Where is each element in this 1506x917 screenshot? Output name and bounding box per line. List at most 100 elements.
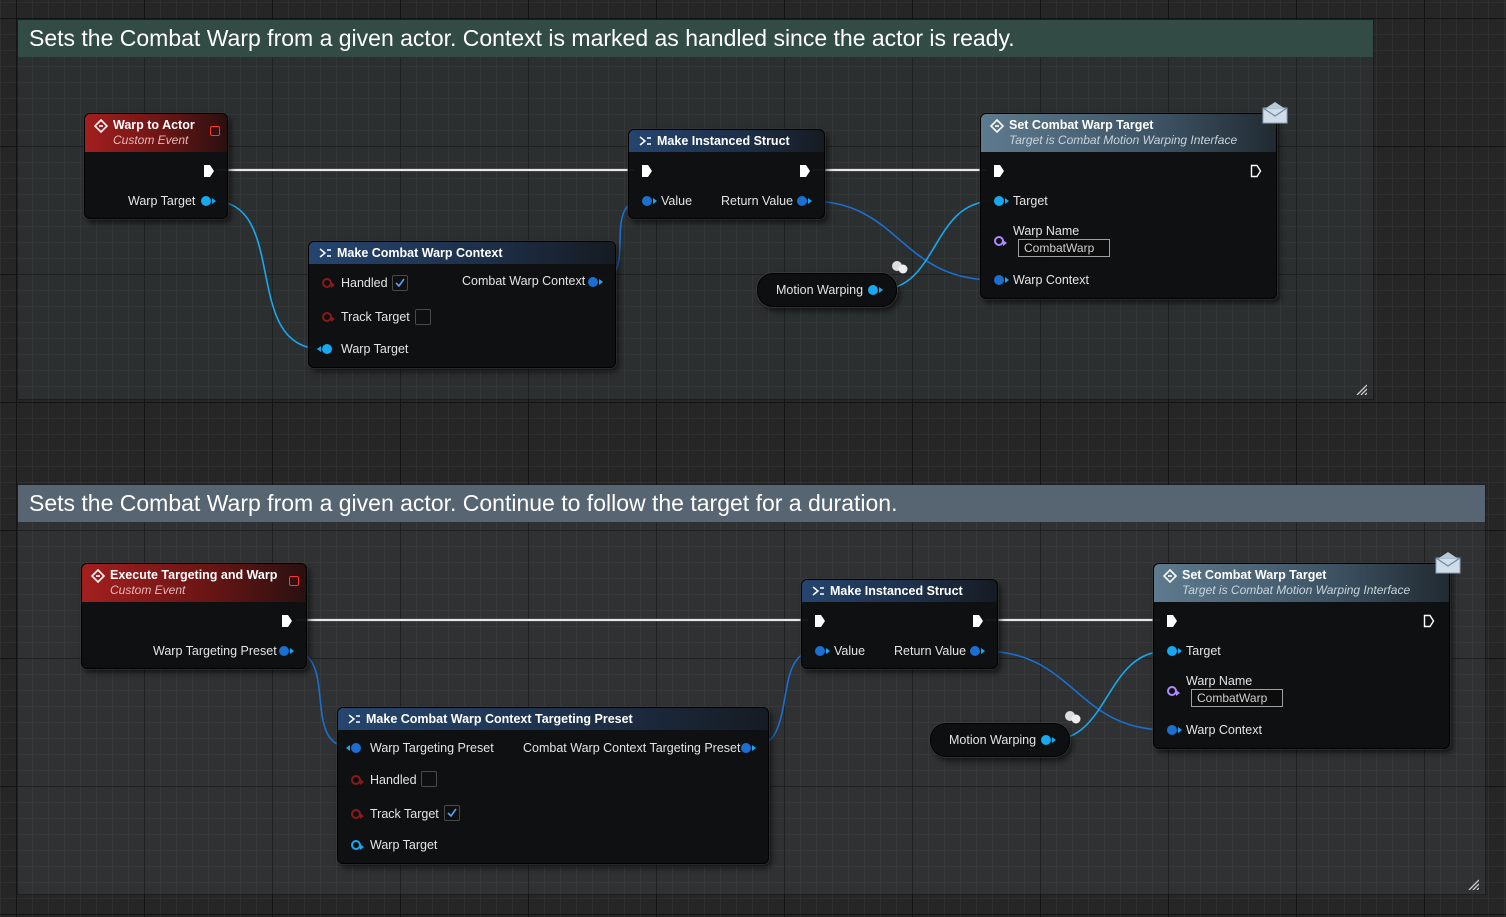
pin-label-warp-targeting-preset: Warp Targeting Preset bbox=[370, 741, 494, 755]
exec-out-pin[interactable] bbox=[972, 614, 984, 628]
node-header: Make Combat Warp Context bbox=[309, 242, 615, 264]
value-in-pin[interactable] bbox=[642, 196, 657, 206]
node-subtitle: Target is Combat Motion Warping Interfac… bbox=[1182, 583, 1411, 597]
event-node-execute-targeting-and-warp[interactable]: Execute Targeting and Warp Custom Event … bbox=[81, 563, 307, 669]
delegate-pin-icon[interactable] bbox=[210, 126, 220, 136]
handled-pin[interactable] bbox=[351, 775, 364, 785]
event-node-warp-to-actor[interactable]: Warp to Actor Custom Event Warp Target bbox=[84, 113, 228, 219]
variable-label: Motion Warping bbox=[776, 283, 864, 297]
make-combat-warp-context-targeting-preset-node[interactable]: Make Combat Warp Context Targeting Prese… bbox=[337, 707, 769, 864]
pin-label-warp-target: Warp Target bbox=[128, 194, 196, 208]
node-subtitle: Custom Event bbox=[113, 133, 189, 147]
delegate-pin-icon[interactable] bbox=[289, 576, 299, 586]
replicated-cloud-icon bbox=[1065, 711, 1081, 724]
pin-label-warp-context: Warp Context bbox=[1186, 723, 1262, 737]
pin-label-warp-target: Warp Target bbox=[341, 342, 409, 356]
warp-targeting-preset-in-pin[interactable] bbox=[346, 743, 361, 753]
resize-grip-icon[interactable] bbox=[1355, 383, 1367, 395]
node-subtitle: Target is Combat Motion Warping Interfac… bbox=[1009, 133, 1238, 147]
warp-context-in-pin[interactable] bbox=[994, 275, 1009, 285]
exec-out-pin[interactable] bbox=[281, 614, 293, 628]
track-target-checkbox[interactable] bbox=[444, 805, 460, 821]
pin-label-handled: Handled bbox=[341, 276, 388, 290]
warp-target-out-pin[interactable] bbox=[201, 196, 216, 206]
pin-label-combat-warp-context-targeting-preset: Combat Warp Context Targeting Preset bbox=[523, 741, 741, 755]
pin-label-value: Value bbox=[661, 194, 693, 208]
target-in-pin[interactable] bbox=[994, 196, 1009, 206]
function-icon bbox=[812, 586, 824, 596]
function-icon bbox=[639, 136, 651, 146]
node-title: Make Instanced Struct bbox=[830, 584, 963, 598]
node-title: Warp to Actor bbox=[113, 118, 195, 132]
track-target-pin[interactable] bbox=[351, 809, 364, 819]
exec-in-pin[interactable] bbox=[641, 164, 653, 178]
warp-target-in-pin[interactable] bbox=[317, 344, 332, 354]
pin-label-warp-name: Warp Name bbox=[1186, 674, 1253, 688]
message-envelope-icon bbox=[1262, 102, 1288, 124]
pin-label-handled: Handled bbox=[370, 773, 417, 787]
track-target-pin[interactable] bbox=[322, 312, 335, 322]
handled-checkbox[interactable] bbox=[392, 275, 408, 291]
make-instanced-struct-node[interactable]: Make Instanced Struct Value Return Value bbox=[801, 579, 998, 669]
event-diamond-icon bbox=[94, 119, 108, 133]
set-combat-warp-target-node[interactable]: Set Combat Warp Target Target is Combat … bbox=[980, 102, 1288, 299]
warp-target-in-pin[interactable] bbox=[351, 840, 364, 850]
make-instanced-struct-node[interactable]: Make Instanced Struct Value Return Value bbox=[628, 129, 825, 219]
node-header: Set Combat Warp Target Target is Combat … bbox=[1154, 564, 1449, 602]
motion-warping-out-pin[interactable] bbox=[1041, 735, 1056, 745]
pin-label-return-value: Return Value bbox=[894, 644, 967, 658]
pin-label-combat-warp-context: Combat Warp Context bbox=[462, 274, 586, 288]
warp-name-in-pin[interactable] bbox=[994, 236, 1007, 246]
checkmark-icon bbox=[395, 278, 405, 288]
warp-targeting-preset-out-pin[interactable] bbox=[279, 646, 294, 656]
track-target-checkbox[interactable] bbox=[415, 309, 431, 325]
warp-name-input[interactable]: CombatWarp bbox=[1018, 239, 1110, 257]
pin-label-track-target: Track Target bbox=[370, 807, 439, 821]
target-in-pin[interactable] bbox=[1167, 646, 1182, 656]
return-value-out-pin[interactable] bbox=[797, 196, 812, 206]
handled-checkbox[interactable] bbox=[421, 771, 437, 787]
function-icon bbox=[348, 714, 360, 724]
warp-name-input[interactable]: CombatWarp bbox=[1191, 689, 1283, 707]
exec-out-pin[interactable] bbox=[799, 164, 811, 178]
exec-out-pin[interactable] bbox=[203, 164, 215, 178]
node-title: Execute Targeting and Warp bbox=[110, 568, 278, 582]
pin-label-track-target: Track Target bbox=[341, 310, 410, 324]
pin-label-warp-target: Warp Target bbox=[370, 838, 438, 852]
node-title: Make Combat Warp Context bbox=[337, 246, 503, 260]
handled-pin[interactable] bbox=[322, 278, 335, 288]
motion-warping-variable-node[interactable]: Motion Warping bbox=[757, 261, 908, 307]
checkmark-icon bbox=[447, 808, 457, 818]
event-diamond-icon bbox=[91, 569, 105, 583]
set-combat-warp-target-node[interactable]: Set Combat Warp Target Target is Combat … bbox=[1153, 552, 1461, 749]
return-value-out-pin[interactable] bbox=[970, 646, 985, 656]
combat-warp-context-targeting-preset-out-pin[interactable] bbox=[741, 743, 756, 753]
combat-warp-context-out-pin[interactable] bbox=[588, 277, 603, 287]
node-header: Execute Targeting and Warp Custom Event bbox=[82, 564, 306, 602]
node-title: Set Combat Warp Target bbox=[1009, 118, 1154, 132]
message-envelope-icon bbox=[1435, 552, 1461, 574]
pin-label-target: Target bbox=[1013, 194, 1048, 208]
interface-function-icon bbox=[1163, 569, 1177, 583]
then-out-pin[interactable] bbox=[1423, 614, 1435, 628]
interface-function-icon bbox=[990, 119, 1004, 133]
warp-name-in-pin[interactable] bbox=[1167, 686, 1180, 696]
node-title: Set Combat Warp Target bbox=[1182, 568, 1327, 582]
warp-context-in-pin[interactable] bbox=[1167, 725, 1182, 735]
node-title: Make Combat Warp Context Targeting Prese… bbox=[366, 712, 633, 726]
motion-warping-variable-node[interactable]: Motion Warping bbox=[930, 711, 1081, 757]
motion-warping-out-pin[interactable] bbox=[868, 285, 883, 295]
resize-grip-icon[interactable] bbox=[1467, 878, 1479, 890]
exec-in-pin[interactable] bbox=[814, 614, 826, 628]
node-header: Make Instanced Struct bbox=[629, 130, 824, 152]
comment-title-1[interactable]: Sets the Combat Warp from a given actor.… bbox=[18, 20, 1373, 57]
pin-label-warp-targeting-preset: Warp Targeting Preset bbox=[153, 644, 277, 658]
then-out-pin[interactable] bbox=[1250, 164, 1262, 178]
replicated-cloud-icon bbox=[892, 261, 908, 274]
make-combat-warp-context-node[interactable]: Make Combat Warp Context Handled Track T… bbox=[308, 241, 616, 368]
pin-label-target: Target bbox=[1186, 644, 1221, 658]
comment-title-2[interactable]: Sets the Combat Warp from a given actor.… bbox=[18, 485, 1485, 522]
exec-in-pin[interactable] bbox=[1166, 614, 1178, 628]
exec-in-pin[interactable] bbox=[993, 164, 1005, 178]
value-in-pin[interactable] bbox=[815, 646, 830, 656]
